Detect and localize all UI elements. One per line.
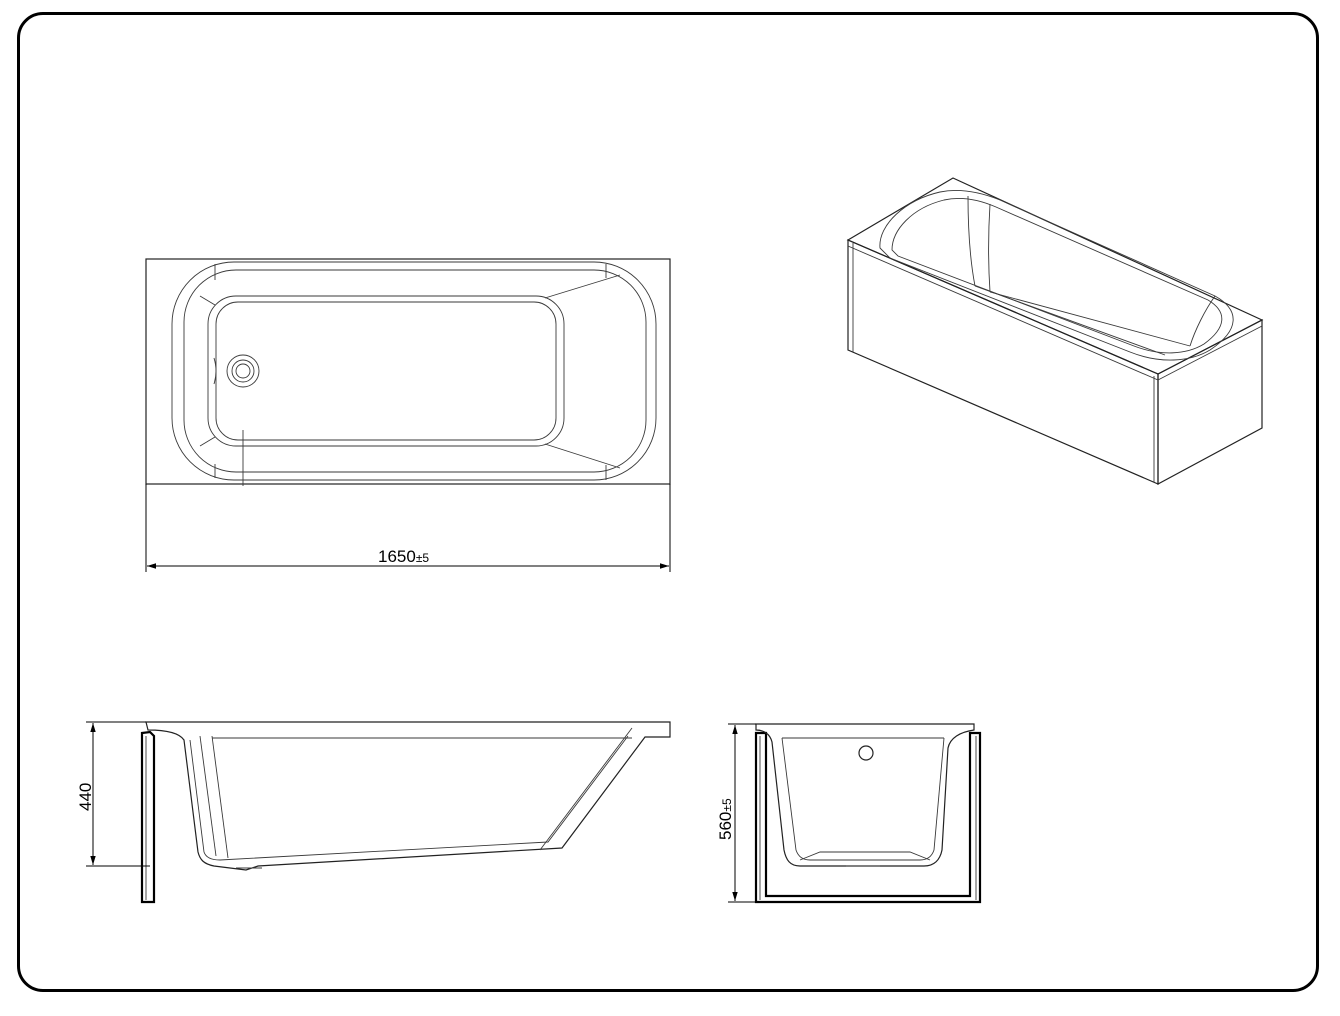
side-view-tub — [145, 721, 671, 871]
length-dimension: 1650±5 — [378, 547, 429, 566]
top-view-basin — [207, 295, 565, 447]
end-height-dimension: 560±5 — [716, 798, 735, 840]
end-view-tub — [755, 723, 975, 867]
end-view: 560±5 — [716, 723, 982, 904]
iso-end-panel — [1157, 319, 1263, 486]
iso-front-panel — [847, 239, 1159, 485]
iso-basin-rim — [879, 189, 1234, 361]
top-view-rim — [171, 261, 657, 481]
side-height-dimension: 440 — [76, 783, 95, 811]
side-view: 440 — [76, 721, 671, 904]
end-view-panel — [754, 731, 982, 904]
drawing-frame — [17, 12, 1319, 992]
top-view-outline — [145, 258, 671, 485]
iso-top-deck — [846, 177, 1264, 375]
isometric-view — [846, 177, 1264, 486]
top-view: 1650±5 — [145, 258, 671, 572]
overflow-icon — [858, 745, 874, 761]
side-view-panel — [140, 730, 156, 904]
drain-icon — [226, 354, 260, 388]
